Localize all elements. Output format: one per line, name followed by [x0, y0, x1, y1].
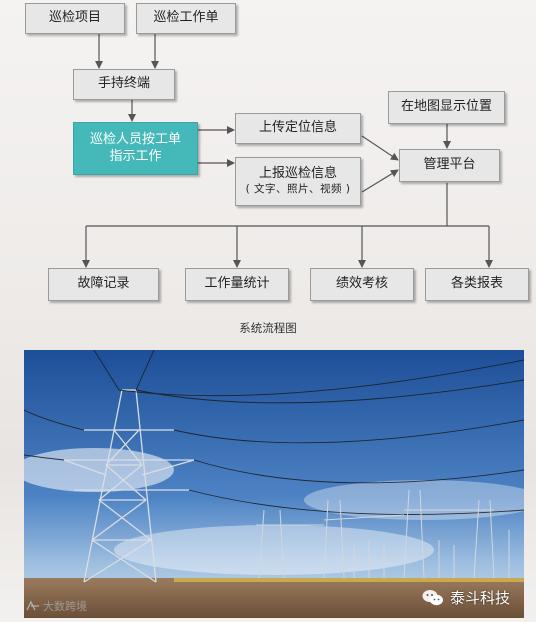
- arrow-upload-to-platform: [361, 135, 399, 161]
- box-report-info: 上报巡检信息 ( 文字、照片、视频 ): [235, 157, 361, 206]
- box-reports-label: 各类报表: [450, 276, 503, 292]
- flow-connectors: [82, 34, 493, 268]
- flowchart-caption: 系统流程图: [239, 321, 297, 335]
- box-handheld-terminal-label: 手持终端: [97, 76, 150, 92]
- box-upload-location: 上传定位信息: [235, 113, 361, 144]
- box-management-platform-label: 管理平台: [423, 157, 476, 173]
- box-workload-stats-label: 工作量统计: [204, 276, 270, 292]
- watermark-right: 泰斗科技: [422, 587, 510, 608]
- box-performance-eval-label: 绩效考核: [335, 276, 388, 292]
- box-report-info-line1: 上报巡检信息: [258, 166, 337, 182]
- box-inspector-work: 巡检人员按工单 指示工作: [73, 122, 198, 175]
- box-reports: 各类报表: [425, 268, 529, 301]
- transmission-tower-photo: 大数跨境 泰斗科技: [24, 350, 524, 618]
- fence: [174, 578, 524, 582]
- watermark-left: 大数跨境: [26, 598, 87, 614]
- arrow-report-to-platform: [361, 169, 399, 193]
- wechat-icon: [422, 589, 443, 605]
- box-performance-eval: 绩效考核: [310, 268, 414, 301]
- box-report-info-line2: ( 文字、照片、视频 ): [245, 183, 351, 196]
- cloud: [114, 525, 434, 575]
- box-handheld-terminal: 手持终端: [73, 69, 175, 100]
- box-inspection-project: 巡检项目: [25, 3, 125, 34]
- box-inspection-ticket: 巡检工作单: [136, 3, 236, 34]
- box-inspection-project-label: 巡检项目: [48, 10, 101, 26]
- watermark-right-text: 泰斗科技: [449, 589, 510, 607]
- box-inspector-work-line2: 指示工作: [109, 148, 162, 164]
- watermark-left-text: 大数跨境: [43, 600, 87, 613]
- logo-icon: [26, 600, 39, 611]
- main-tower: [63, 389, 195, 583]
- tower-scene: [24, 350, 524, 618]
- box-upload-location-label: 上传定位信息: [258, 120, 337, 136]
- box-map-display: 在地图显示位置: [388, 91, 505, 124]
- box-inspector-work-line1: 巡检人员按工单: [89, 131, 181, 147]
- box-map-display-label: 在地图显示位置: [400, 99, 492, 115]
- box-fault-record-label: 故障记录: [77, 276, 130, 292]
- box-inspection-ticket-label: 巡检工作单: [153, 10, 219, 26]
- box-workload-stats: 工作量统计: [185, 268, 289, 301]
- box-fault-record: 故障记录: [48, 268, 159, 301]
- substation-frames: [256, 489, 510, 579]
- box-management-platform: 管理平台: [399, 149, 500, 182]
- flowchart: 巡检项目 巡检工作单 手持终端 巡检人员按工单 指示工作 上传定位信息 上报巡检…: [25, 3, 529, 301]
